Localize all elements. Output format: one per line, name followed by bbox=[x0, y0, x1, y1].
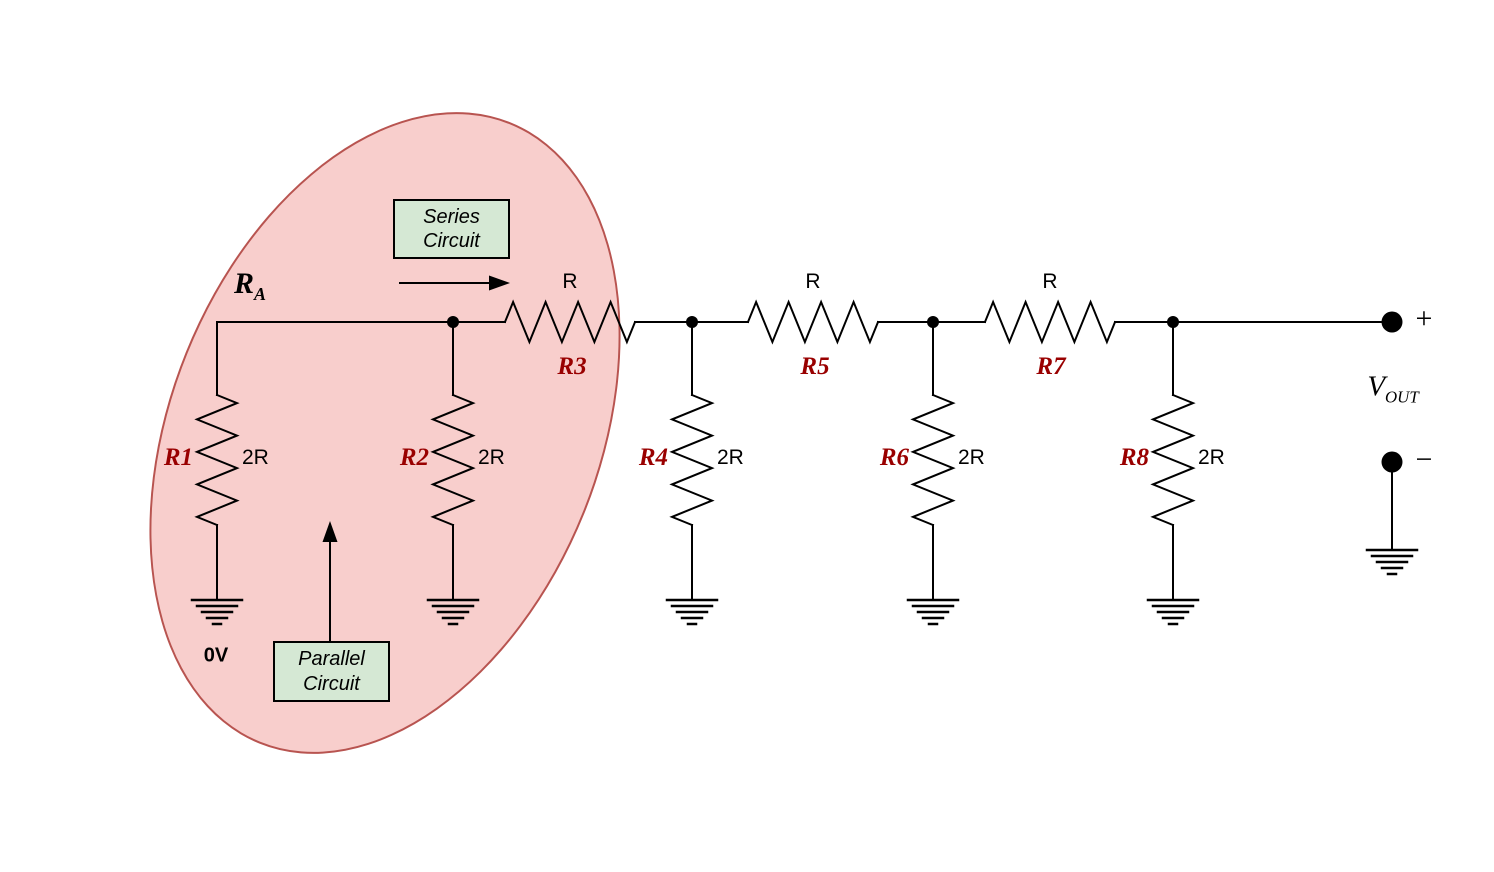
output-plus-sign: + bbox=[1415, 302, 1433, 335]
ground-symbol-output bbox=[1365, 548, 1419, 576]
node-a-label-base: R bbox=[233, 267, 254, 300]
ground-symbol-r8 bbox=[1146, 598, 1200, 626]
junction-node-d bbox=[1167, 316, 1179, 328]
node-a-label-subscript: A bbox=[254, 284, 267, 304]
junction-node-b bbox=[686, 316, 698, 328]
resistor-r1-zigzag bbox=[194, 393, 240, 527]
resistor-r6-name: R6 bbox=[879, 444, 909, 471]
node-a-label: RA bbox=[234, 267, 266, 305]
vout-label-base: V bbox=[1367, 370, 1386, 403]
output-negative-terminal bbox=[1381, 451, 1403, 473]
series-callout-line2: Circuit bbox=[423, 230, 480, 252]
resistor-r4-value: 2R bbox=[717, 446, 744, 469]
resistor-r8-value: 2R bbox=[1198, 446, 1225, 469]
resistor-r1-value: 2R bbox=[242, 446, 269, 469]
resistor-r2-zigzag bbox=[430, 393, 476, 527]
resistor-r4-name: R4 bbox=[638, 444, 668, 471]
resistor-r7-value: R bbox=[1042, 270, 1058, 293]
ground-symbol-r1 bbox=[190, 598, 244, 626]
resistor-r2-value: 2R bbox=[478, 446, 505, 469]
resistor-r4-zigzag bbox=[669, 393, 715, 527]
resistor-r7-zigzag bbox=[983, 299, 1117, 345]
resistor-r3-name: R3 bbox=[557, 353, 587, 380]
ground-symbol-r6 bbox=[906, 598, 960, 626]
resistor-r7-name: R7 bbox=[1036, 353, 1066, 380]
resistor-r8-zigzag bbox=[1150, 393, 1196, 527]
resistor-r2-name: R2 bbox=[399, 444, 429, 471]
resistor-r8-name: R8 bbox=[1119, 444, 1149, 471]
zero-volt-label: 0V bbox=[203, 644, 229, 667]
junction-node-c bbox=[927, 316, 939, 328]
resistor-r3-zigzag bbox=[503, 299, 637, 345]
junction-node-a bbox=[447, 316, 459, 328]
vout-label: VOUT bbox=[1367, 371, 1418, 408]
output-minus-sign: − bbox=[1415, 443, 1433, 476]
resistor-r1-name: R1 bbox=[163, 444, 193, 471]
series-callout-line1: Series bbox=[423, 205, 480, 228]
resistor-r6-value: 2R bbox=[958, 446, 985, 469]
ground-symbol-r4 bbox=[665, 598, 719, 626]
parallel-circuit-callout: Parallel Circuit bbox=[273, 641, 390, 702]
vout-label-subscript: OUT bbox=[1385, 387, 1419, 407]
resistor-r5-value: R bbox=[805, 270, 821, 293]
series-direction-arrow bbox=[399, 275, 510, 291]
branch-wires-top bbox=[216, 321, 1174, 396]
series-circuit-callout: Series Circuit bbox=[393, 199, 510, 259]
resistor-r5-name: R5 bbox=[800, 353, 830, 380]
parallel-callout-line1: Parallel bbox=[298, 648, 365, 671]
resistor-r5-zigzag bbox=[746, 299, 880, 345]
resistor-r6-zigzag bbox=[910, 393, 956, 527]
ground-symbol-r2 bbox=[426, 598, 480, 626]
output-positive-terminal bbox=[1381, 311, 1403, 333]
parallel-callout-arrow bbox=[322, 521, 338, 641]
branch-wires-bottom bbox=[216, 524, 1174, 601]
resistor-r3-value: R bbox=[562, 270, 578, 293]
parallel-callout-line2: Circuit bbox=[303, 672, 360, 695]
